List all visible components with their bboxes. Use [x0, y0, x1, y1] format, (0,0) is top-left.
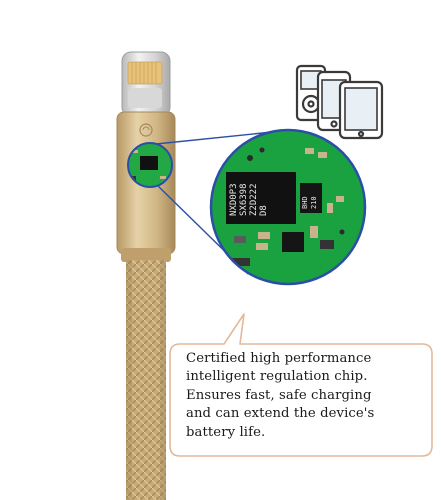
- callout-bubble: [169, 313, 433, 457]
- pcb-zoom-circle: NXD0P3 SX6398 Z2D222 D8 BHD 210: [209, 128, 367, 286]
- callout-line-4: and can extend the device's: [186, 406, 375, 422]
- callout-line-1: Certified high performance: [186, 351, 372, 366]
- tablet-icon: [338, 80, 384, 140]
- small-chip-marking-1: BHD: [301, 196, 309, 209]
- callout-line-2: intelligent regulation chip.: [186, 369, 368, 385]
- callout-line-3: Ensures fast, safe charging: [186, 387, 372, 403]
- chip-marking-2: SX6398: [239, 183, 249, 216]
- chip-marking-4: D8: [259, 205, 269, 216]
- callout-text: Certified high performance intelligent r…: [186, 350, 426, 442]
- lightning-connector: [121, 51, 171, 117]
- small-chip-marking-2: 210: [310, 196, 318, 209]
- chip-marking-1: NXD0P3: [229, 183, 239, 216]
- chip-marking-3: Z2D222: [249, 183, 259, 216]
- device-icons: [295, 64, 384, 140]
- small-zoom-circle: [127, 142, 173, 188]
- callout-line-5: battery life.: [186, 424, 266, 440]
- braided-cable: [126, 260, 166, 500]
